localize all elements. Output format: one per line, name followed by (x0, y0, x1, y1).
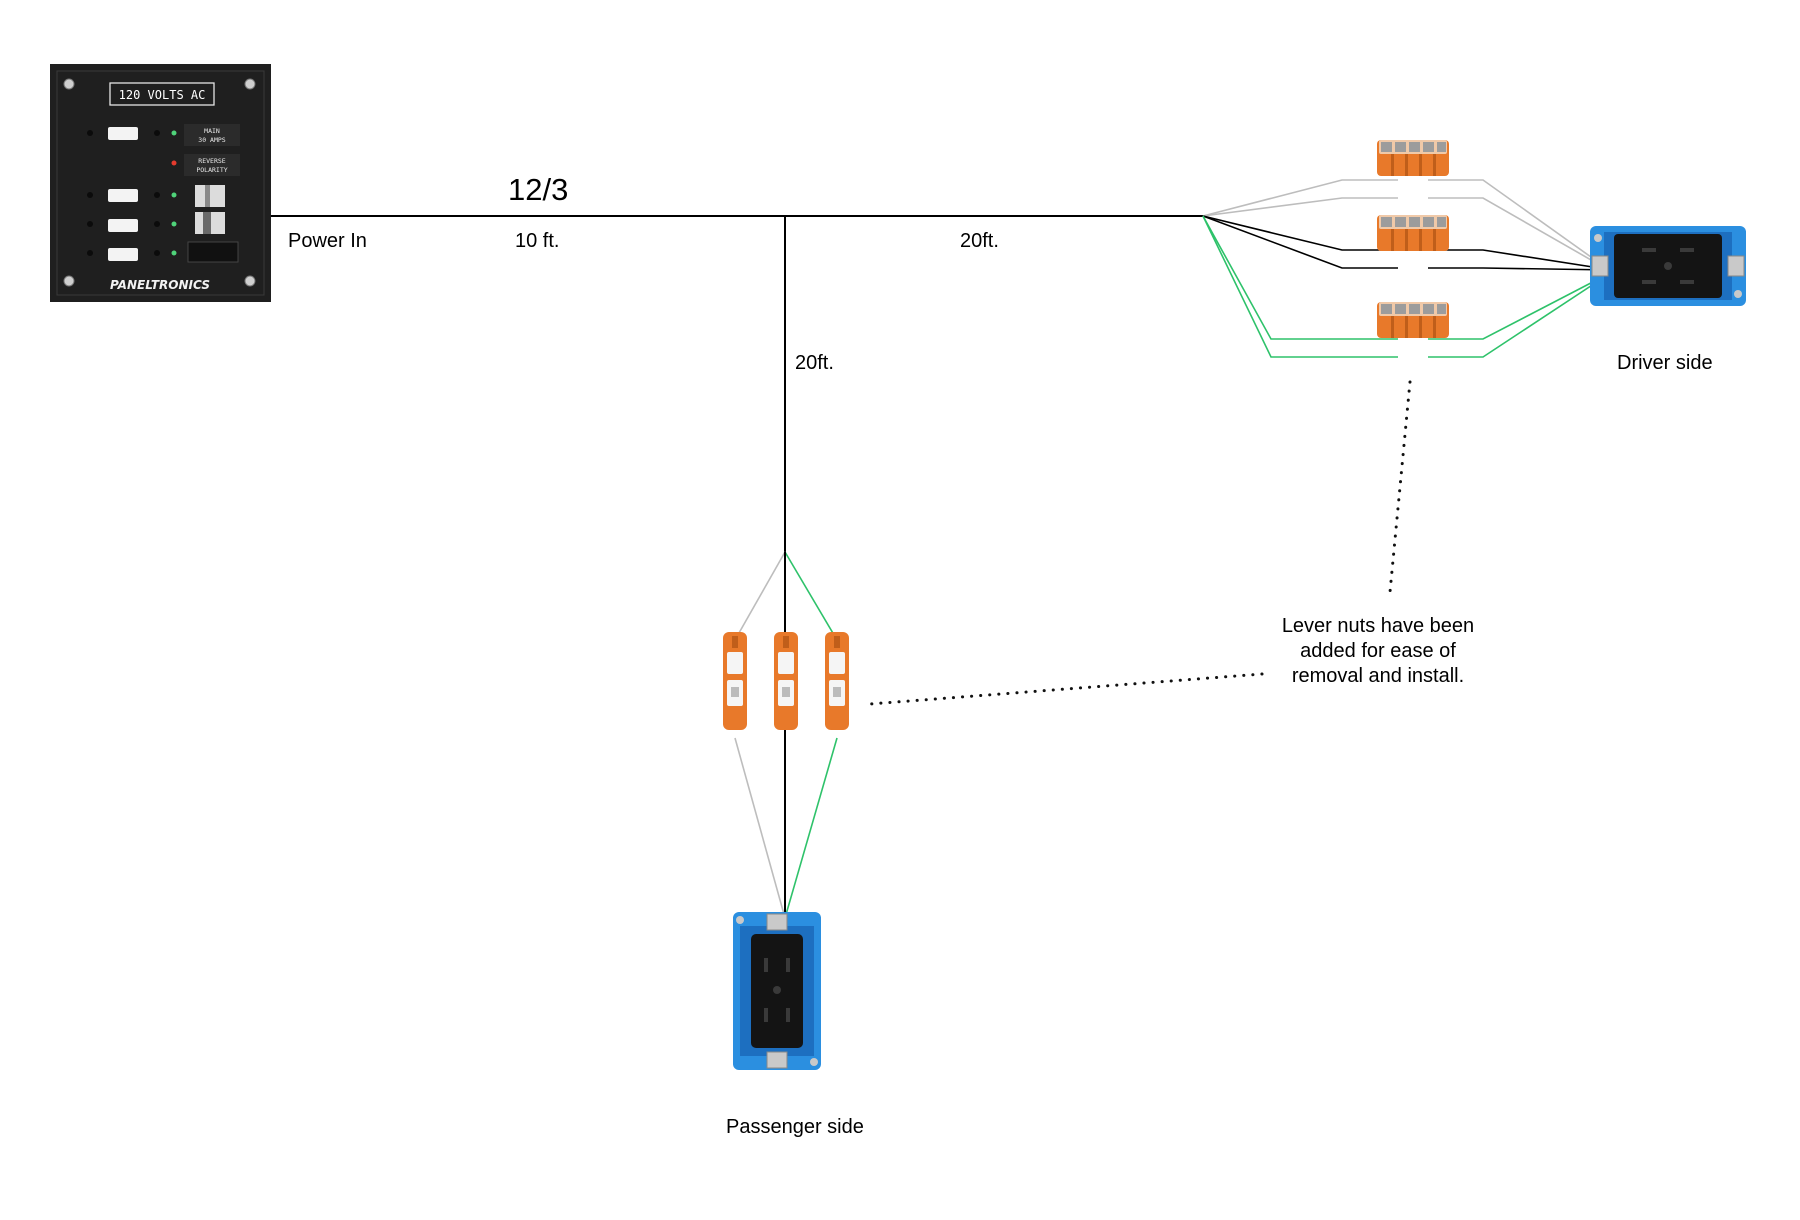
breaker-toggles (108, 127, 138, 261)
note-line-2: added for ease of (1300, 640, 1456, 662)
lever-nut-ground (825, 632, 849, 730)
lever-nut-neutral (1377, 140, 1449, 176)
lever-nut-ground (1377, 302, 1449, 338)
panel-label-amps: 30 AMPS (198, 136, 225, 144)
driver-side-wiring (1202, 179, 1613, 358)
panel-brand: PANELTRONICS (110, 278, 210, 292)
breaker-panel: 120 VOLTS AC MAIN 30 AMPS REVERSE POLARI… (50, 64, 271, 302)
panel-label-reverse: REVERSE (198, 157, 225, 165)
breaker-holes (87, 130, 160, 256)
panel-label-main: MAIN (204, 127, 220, 135)
cable-gauge-label: 12/3 (508, 172, 569, 207)
passenger-side-outlet (733, 912, 821, 1070)
lever-nut-note: Lever nuts have been added for ease of r… (1248, 614, 1508, 689)
passenger-lever-nuts (723, 632, 849, 730)
lever-nut-hot (774, 632, 798, 730)
callout-dotted-lines (868, 380, 1412, 706)
passenger-side-label: Passenger side (726, 1116, 864, 1138)
driver-run-length-label: 20ft. (960, 230, 999, 252)
panel-label-polarity: POLARITY (196, 166, 227, 174)
driver-side-outlet (1589, 225, 1747, 307)
passenger-side-wiring (734, 551, 838, 919)
panel-screws (63, 78, 256, 287)
lever-nut-neutral (723, 632, 747, 730)
main-feed-line (226, 215, 1203, 552)
driver-side-label: Driver side (1617, 352, 1713, 374)
indicator-lights (171, 130, 177, 256)
panel-header: 120 VOLTS AC (119, 88, 206, 102)
driver-lever-nuts (1377, 140, 1449, 338)
note-line-1: Lever nuts have been (1281, 615, 1475, 637)
note-line-3: removal and install. (1291, 665, 1465, 687)
passenger-run-length-label: 20ft. (795, 352, 834, 374)
lever-nut-hot (1377, 215, 1449, 251)
power-in-label: Power In (288, 230, 367, 252)
panel-run-length-label: 10 ft. (515, 230, 560, 252)
